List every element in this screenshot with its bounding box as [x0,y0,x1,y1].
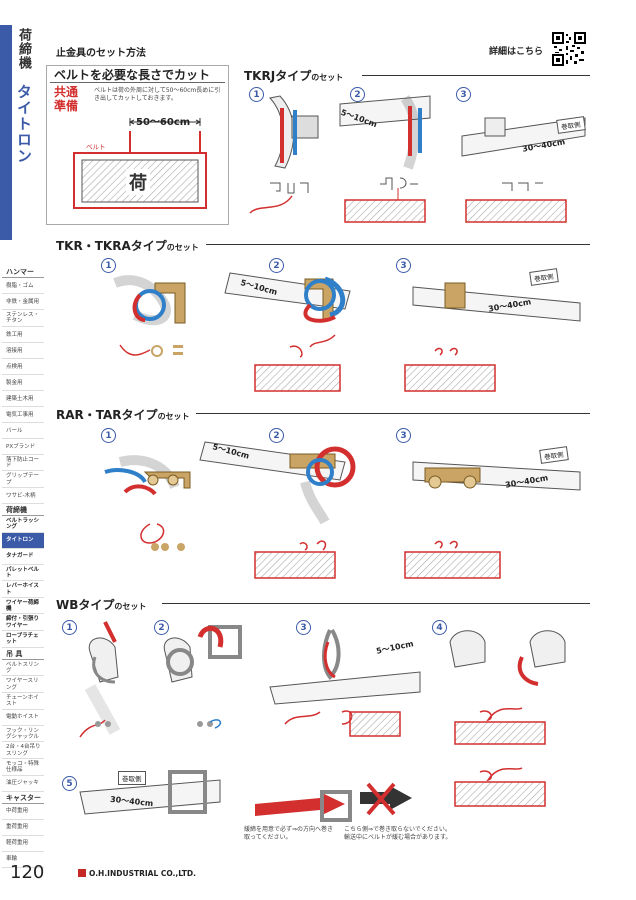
category-tab[interactable]: タナガード [2,549,44,565]
category-tab[interactable]: バール [2,423,44,439]
step-badge-tkrj-1: 1 [249,87,264,102]
category-tab[interactable]: チェーンホイスト [2,693,44,710]
company-name: O.H.INDUSTRIAL CO.,LTD. [78,869,196,878]
section-suffix-wb: のセット [114,602,147,611]
rar-illustrations [104,441,581,579]
category-color-band [0,25,12,240]
category-tab[interactable]: ステンレス・チタン [2,310,44,327]
detail-link[interactable]: 詳細はこちら [489,47,544,57]
wb-winding-side-tag: 巻取側 [118,771,146,785]
category-title: 荷締機 [16,28,31,70]
category-tab[interactable]: フック・リングシャックル [2,726,44,743]
category-tab[interactable]: 車輪 [2,852,44,868]
category-tab[interactable]: パレットベルト [2,565,44,582]
section-rule-rar [196,413,590,414]
step-badge-tkr-2: 2 [269,258,284,273]
category-heading: ハンマー [2,266,44,279]
category-tab[interactable]: ワイヤー荷締機 [2,598,44,615]
tkrj-illustrations [249,95,586,223]
step-badge-tkr-3: 3 [396,258,411,273]
common-badge-line2: 準備 [54,98,79,113]
common-prep-note: ベルトは荷の外周に対して50〜60cm長めに引き出してカットしておきます。 [94,87,221,103]
category-tab[interactable]: ワサビ-木柄 [2,488,44,504]
measure-label: 50〜60cm [136,117,191,128]
category-tab[interactable]: 鉄工用 [2,327,44,343]
category-tab[interactable]: 軽荷重用 [2,836,44,852]
category-tab[interactable]: 落下防止コード [2,455,44,472]
common-prep-title: ベルトを必要な長さでカット [54,68,211,82]
section-suffix-tkrj: のセット [311,73,344,82]
page-number: 120 [10,862,45,883]
subcategory-title: タイトロン [15,84,33,164]
category-tab[interactable]: 溶接用 [2,343,44,359]
section-title-wb: WBタイプのセット [56,596,146,613]
belt-label: ベルト [86,143,106,151]
step-badge-tkrj-3: 3 [456,87,471,102]
qr-code-icon[interactable] [552,32,586,66]
category-heading: キャスター [2,792,44,804]
section-name-rar: RAR・TARタイプ [56,408,158,422]
category-tab[interactable]: 締付・引張りワイヤー [2,614,44,632]
section-title-rar: RAR・TARタイプのセット [56,406,190,423]
step-badge-wb-1: 1 [62,620,77,635]
section-title-tkrj: TKRJタイプのセット [244,67,343,84]
category-tab[interactable]: 非鉄・金属用 [2,294,44,311]
step-badge-rar-2: 2 [269,428,284,443]
step-badge-tkr-1: 1 [101,258,116,273]
category-heading: 吊 具 [2,648,44,660]
section-rule-tkr [206,244,590,245]
category-tab[interactable]: モッコ・特殊仕様品 [2,759,44,776]
step-badge-rar-3: 3 [396,428,411,443]
category-tab[interactable]: グリップテープ [2,471,44,488]
step-badge-wb-5: 5 [62,776,77,791]
step-badge-rar-1: 1 [101,428,116,443]
step-badge-wb-3: 3 [296,620,311,635]
section-suffix-tkr: のセット [166,243,199,252]
category-tab[interactable]: 樹脂・ゴム [2,278,44,295]
category-tab[interactable]: 油圧ジャッキ [2,776,44,792]
category-tab[interactable]: 建築土木用 [2,391,44,407]
company-logo-icon [78,869,86,877]
category-tab[interactable]: ベルトラッシング [2,516,44,533]
wb-note-correct: 緩締を用意で必ず⇒の方向へ巻き取ってください。 [244,826,334,842]
section-title-tkr: TKR・TKRAタイプのセット [56,237,199,254]
cargo-label: 荷 [126,169,150,195]
category-tab[interactable]: タイトロン [2,532,44,549]
wb-note-incorrect: こちら側⇒で巻き取らないでください。輸送中にベルトが緩む場合があります。 [344,826,452,842]
category-tab[interactable]: レバーホイスト [2,581,44,598]
category-tab[interactable]: ワイヤースリング [2,676,44,694]
category-tab[interactable]: 電気工事用 [2,407,44,423]
section-suffix-rar: のセット [157,412,190,421]
wb-illustrations [79,621,566,822]
section-rule-tkrj [362,75,590,76]
section-name-wb: WBタイプ [56,598,115,612]
category-tab[interactable]: 重荷重用 [2,820,44,836]
common-badge-line1: 共通 [54,85,79,99]
step-badge-wb-2: 2 [154,620,169,635]
company-name-text: O.H.INDUSTRIAL CO.,LTD. [89,869,196,878]
section-rule-wb [162,603,590,604]
section-name-tkr: TKR・TKRAタイプ [56,239,167,253]
common-prep-rule [50,82,225,83]
category-tab[interactable]: ロープラチェット [2,631,44,648]
category-tab[interactable]: ベルトスリング [2,660,44,677]
step-badge-wb-4: 4 [432,620,447,635]
category-heading: 荷締機 [2,504,44,516]
category-tab[interactable]: PXブランド [2,439,44,455]
category-tab[interactable]: 製金用 [2,375,44,391]
category-tab[interactable]: 2台・4台吊りスリング [2,742,44,759]
tkr-illustrations [113,272,581,392]
section-name-tkrj: TKRJタイプ [244,69,312,83]
category-tab[interactable]: 点検用 [2,359,44,375]
category-index-tabs: ハンマー樹脂・ゴム非鉄・金属用ステンレス・チタン鉄工用溶接用点検用製金用建築土木… [2,266,44,868]
page-title: 止金具のセット方法 [56,48,146,59]
category-tab[interactable]: 中荷重用 [2,804,44,820]
category-tab[interactable]: 電動ホイスト [2,710,44,726]
step-badge-tkrj-2: 2 [350,87,365,102]
common-badge: 共通 準備 [54,85,79,114]
